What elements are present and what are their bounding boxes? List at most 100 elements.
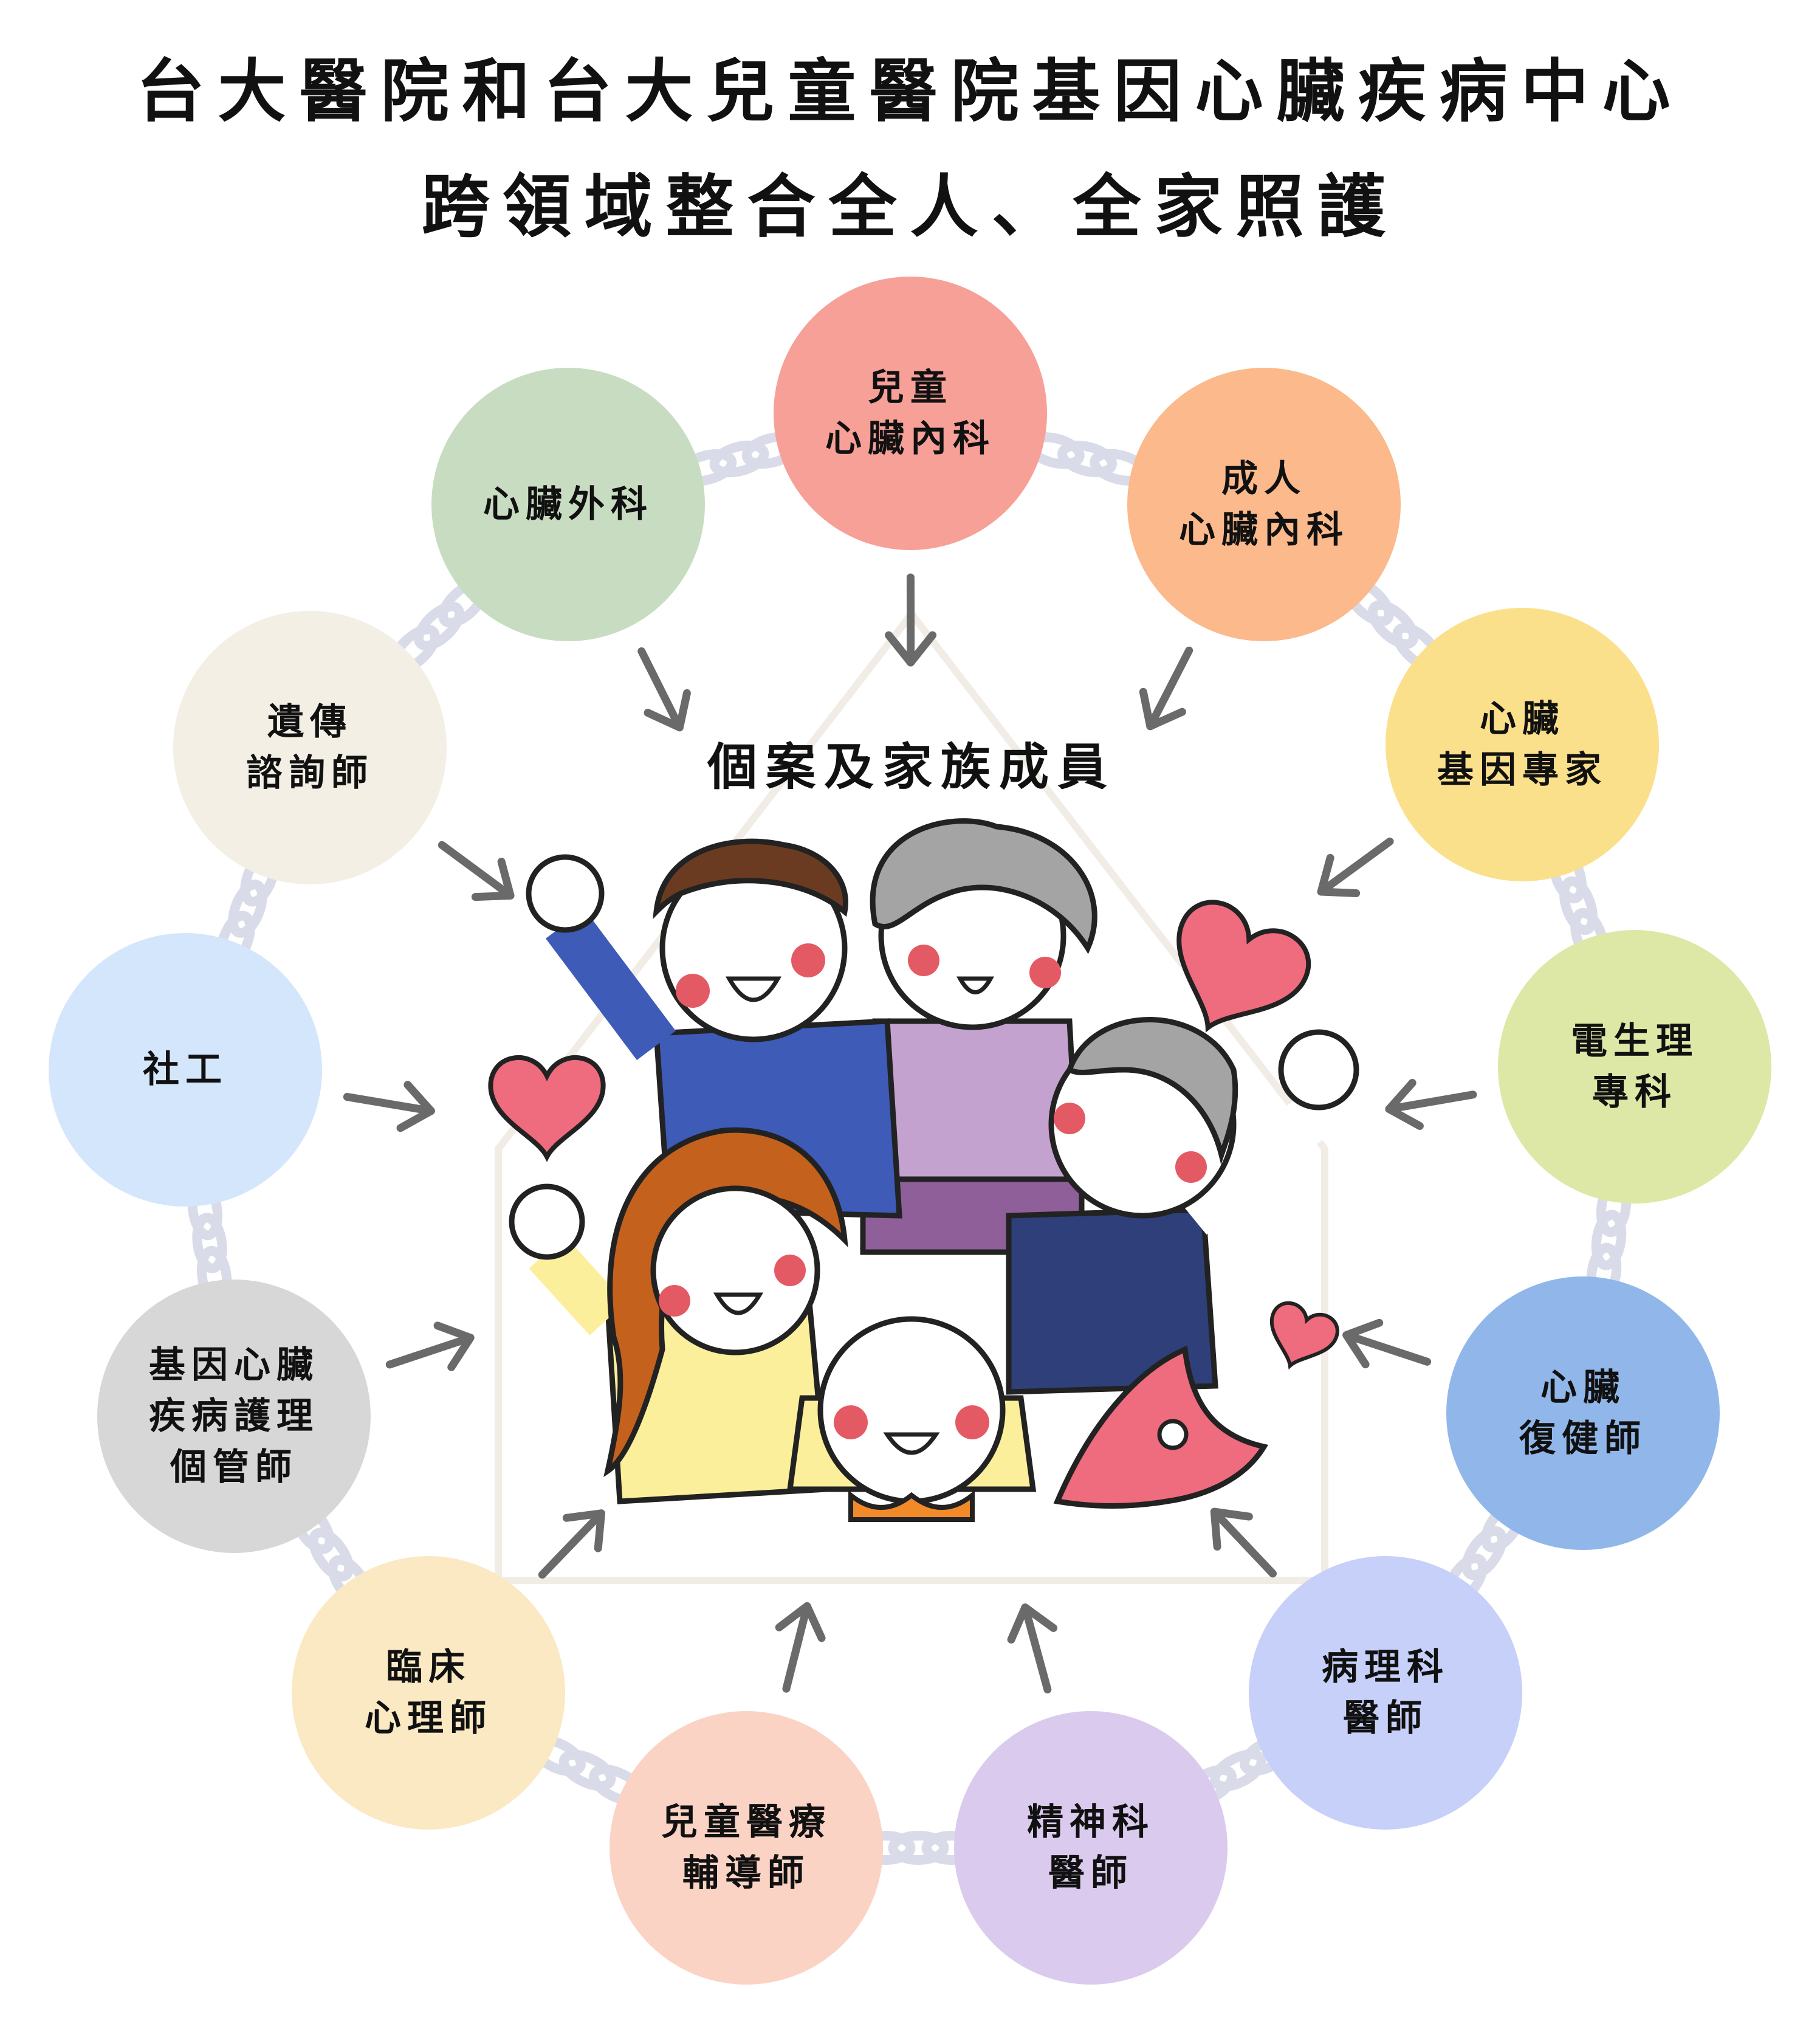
baby-collar (848, 1490, 975, 1522)
center-label: 個案及家族成員 (707, 739, 1116, 796)
specialty-label-line: 基因專家 (1437, 749, 1607, 791)
specialty-circle (1127, 368, 1401, 641)
specialty-label: 基因心臟疾病護理個管師 (97, 1279, 371, 1553)
specialty-label-line: 疾病護理 (149, 1395, 319, 1438)
specialty-label-line: 病理科 (1322, 1646, 1449, 1689)
specialty-label-line: 兒童 (868, 367, 953, 409)
specialty-circle (49, 933, 322, 1207)
specialty-label-line: 臨床 (386, 1646, 471, 1689)
specialty-label: 電生理專科 (1498, 930, 1771, 1204)
specialty-label-line: 成人 (1221, 458, 1307, 500)
specialty-label-line: 諮詢師 (246, 752, 374, 794)
specialty-circle (1498, 930, 1771, 1204)
grandmother-mouth (956, 976, 994, 994)
specialty-label: 遺傳諮詢師 (173, 611, 447, 884)
specialty-circle (173, 611, 447, 884)
specialty-label: 臨床心理師 (292, 1556, 565, 1830)
specialty-label-line: 專科 (1592, 1071, 1677, 1114)
house-outline-shape (495, 608, 1328, 1584)
cheek (1029, 957, 1061, 988)
specialty-label-line: 遺傳 (267, 701, 352, 743)
specialty-circle (774, 277, 1047, 550)
grandmother-hair (870, 818, 1097, 954)
specialty-label: 社工 (49, 933, 322, 1207)
cheek (955, 1405, 989, 1439)
arrow-icon (775, 1602, 826, 1693)
specialty-label-line: 復健師 (1519, 1417, 1647, 1460)
specialty-label-line: 心臟 (1540, 1366, 1626, 1409)
specialty-circle (1249, 1556, 1522, 1830)
grandfather-hair (1066, 1017, 1238, 1165)
specialty-circle (610, 1711, 883, 1985)
father-hand (526, 854, 605, 933)
arrow-icon (438, 841, 515, 901)
arrow-icon (885, 573, 937, 667)
mother-mouth (713, 1292, 764, 1315)
specialty-label-line: 心臟內科 (825, 418, 995, 460)
specialty-circle (97, 1279, 371, 1553)
specialty-label: 兒童醫療輔導師 (610, 1711, 883, 1985)
arrow-icon (637, 647, 691, 732)
specialty-circles (49, 277, 1771, 1985)
cheek (659, 1285, 690, 1317)
specialty-label-line: 基因心臟 (149, 1344, 319, 1386)
grandfather-hand (1278, 1029, 1359, 1111)
specialty-label-line: 醫師 (1343, 1697, 1428, 1740)
family-illustration (488, 818, 1359, 1522)
cheek (1054, 1103, 1085, 1134)
arrow-icon (1007, 1603, 1058, 1694)
diagram-title-line2: 跨領域整合全人、全家照護 (421, 168, 1399, 247)
father-hair (653, 838, 848, 920)
cheek (908, 945, 939, 976)
specialty-label-line: 個管師 (170, 1446, 298, 1489)
father-arm (546, 909, 676, 1060)
mother-arm (529, 1236, 626, 1335)
diagram-title-line1: 台大醫院和台大兒童醫院基因心臟疾病中心 (136, 52, 1684, 131)
specialty-label: 成人心臟內科 (1127, 368, 1401, 641)
specialty-label: 心臟基因專家 (1386, 608, 1659, 881)
specialty-label: 病理科醫師 (1249, 1556, 1522, 1830)
specialty-circle (954, 1711, 1228, 1985)
arrow-icon (385, 1321, 475, 1371)
cheek (676, 974, 710, 1008)
specialty-label: 心臟外科 (431, 368, 705, 641)
baby-mouth (883, 1432, 940, 1455)
mother-hand (509, 1183, 585, 1260)
specialty-label-line: 電生理 (1571, 1020, 1698, 1062)
specialty-label-line: 輔導師 (682, 1852, 810, 1895)
specialty-circle (292, 1556, 565, 1830)
house-outline (495, 608, 1328, 1584)
specialty-label-line: 心臟內科 (1179, 509, 1349, 551)
arrow-icon (1317, 837, 1394, 898)
specialty-label-line: 兒童醫療 (661, 1801, 831, 1844)
specialty-label-line: 心理師 (365, 1697, 492, 1740)
specialty-label-line: 社工 (143, 1049, 228, 1091)
grandfather-arm (1175, 1087, 1341, 1235)
heart-icon (1269, 1301, 1339, 1370)
specialty-label: 心臟復健師 (1446, 1276, 1720, 1550)
specialty-label-line: 心臟外科 (483, 483, 653, 526)
arrow-icon (538, 1509, 605, 1579)
arrow-icon (1342, 1318, 1432, 1369)
specialty-circle (1446, 1276, 1720, 1550)
cheek (834, 1405, 868, 1439)
arrow-icon (1385, 1078, 1477, 1130)
specialty-label-line: 精神科 (1027, 1801, 1155, 1844)
heart-icon (488, 1055, 606, 1162)
arrows-to-family (343, 573, 1477, 1694)
specialty-label-line: 醫師 (1048, 1852, 1133, 1895)
specialty-circle (1386, 608, 1659, 881)
heart-mascot-eye (1157, 1419, 1189, 1450)
mother-face (650, 1185, 820, 1355)
cheek (1175, 1151, 1207, 1183)
specialty-label: 精神科醫師 (954, 1711, 1228, 1985)
cheek (791, 943, 825, 977)
heart-icon (1176, 900, 1311, 1033)
specialty-label-line: 心臟 (1480, 698, 1565, 740)
cheek (774, 1255, 806, 1286)
arrow-icon (1139, 646, 1193, 731)
specialty-label: 兒童心臟內科 (774, 277, 1047, 550)
arrow-icon (343, 1081, 435, 1132)
chain-link-icon (1586, 1176, 1632, 1304)
